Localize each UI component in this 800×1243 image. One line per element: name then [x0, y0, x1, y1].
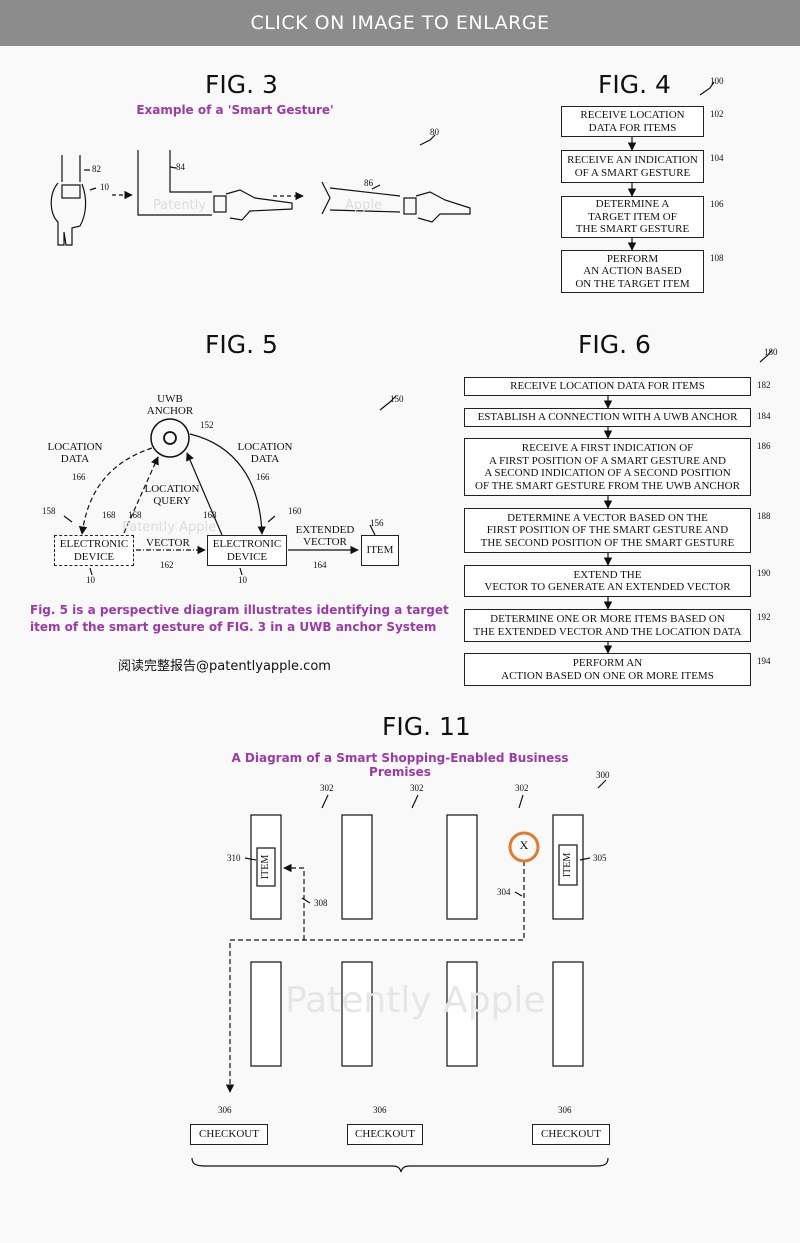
ref-label: 184 [757, 411, 771, 421]
electronic-device-box: ELECTRONIC DEVICE [207, 535, 287, 566]
fig3-caption: Example of a 'Smart Gesture' [136, 103, 334, 117]
location-data-label: LOCATION DATA [237, 441, 293, 465]
ref-label: 180 [764, 347, 778, 357]
fig6-step-box: RECEIVE A FIRST INDICATION OF A FIRST PO… [464, 438, 751, 496]
ref-label: 152 [200, 420, 214, 430]
fig4-step-box: DETERMINE A TARGET ITEM OF THE SMART GES… [561, 196, 704, 238]
ref-label: 10 [86, 575, 95, 585]
fig6-step-box: DETERMINE ONE OR MORE ITEMS BASED ON THE… [464, 609, 751, 642]
ref-label: 164 [313, 560, 327, 570]
ref-label: 100 [710, 76, 724, 86]
target-marker-circle [508, 831, 540, 863]
ref-label: 106 [710, 199, 724, 209]
checkout-box: CHECKOUT [532, 1124, 610, 1145]
ref-label: 168 [203, 510, 217, 520]
ref-label: 308 [314, 898, 328, 908]
ref-label: 310 [227, 853, 241, 863]
ref-label: 192 [757, 612, 771, 622]
item-text: ITEM [260, 854, 272, 880]
fig5-caption: Fig. 5 is a perspective diagram illustra… [30, 603, 449, 634]
ref-label: 302 [410, 783, 424, 793]
ref-label: 150 [390, 394, 404, 404]
ref-label: 168 [102, 510, 116, 520]
ref-label: 166 [256, 472, 270, 482]
fig4-step-box: RECEIVE AN INDICATION OF A SMART GESTURE [561, 150, 704, 183]
fig11-caption: A Diagram of a Smart Shopping-Enabled Bu… [231, 751, 569, 779]
ref-label: 190 [757, 568, 771, 578]
ref-label: 104 [710, 153, 724, 163]
item-label-left: ITEM [257, 848, 275, 886]
ref-label: 80 [430, 127, 439, 137]
fig4-title: FIG. 4 [598, 70, 671, 99]
fig6-step-box: EXTEND THE VECTOR TO GENERATE AN EXTENDE… [464, 565, 751, 597]
pointing-arm-icon [137, 150, 293, 221]
ref-label: 82 [92, 164, 101, 174]
fig5-title: FIG. 5 [205, 330, 278, 359]
fig4-step-box: RECEIVE LOCATION DATA FOR ITEMS [561, 106, 704, 137]
watermark-text: Apple [345, 198, 383, 213]
ref-label: 304 [497, 887, 511, 897]
ref-label: 162 [160, 560, 174, 570]
watermark-text: Patently Apple [285, 980, 546, 1021]
ref-label: 306 [558, 1105, 572, 1115]
ref-label: 306 [218, 1105, 232, 1115]
ref-label: 156 [370, 518, 384, 528]
fig6-title: FIG. 6 [578, 330, 651, 359]
fig4-step-box: PERFORM AN ACTION BASED ON THE TARGET IT… [561, 250, 704, 293]
location-data-label: LOCATION DATA [47, 441, 103, 465]
watermark-text: Patently [153, 198, 206, 213]
ref-label: 182 [757, 380, 771, 390]
ref-label: 158 [42, 506, 56, 516]
ref-label: 10 [238, 575, 247, 585]
enlarge-banner[interactable]: CLICK ON IMAGE TO ENLARGE [0, 0, 800, 46]
fig6-step-box: PERFORM AN ACTION BASED ON ONE OR MORE I… [464, 653, 751, 686]
item-text: ITEM [562, 852, 574, 878]
fig6-step-box: RECEIVE LOCATION DATA FOR ITEMS [464, 377, 751, 396]
checkout-box: CHECKOUT [347, 1124, 423, 1145]
watermark-text: Patently Apple [122, 520, 217, 535]
source-credit[interactable]: 阅读完整报告@patentlyapple.com [118, 659, 331, 674]
ref-label: 300 [596, 770, 610, 780]
ref-label: 84 [176, 162, 185, 172]
ref-label: 160 [288, 506, 302, 516]
ref-label: 86 [364, 178, 373, 188]
extended-vector-label: EXTENDED VECTOR [295, 524, 355, 548]
ref-label: 302 [320, 783, 334, 793]
ref-label: 186 [757, 441, 771, 451]
ref-label: 305 [593, 853, 607, 863]
checkout-box: CHECKOUT [190, 1124, 268, 1145]
wrist-watch-icon [50, 155, 87, 246]
item-box: ITEM [361, 535, 399, 566]
ref-label: 194 [757, 656, 771, 666]
ref-label: 102 [710, 109, 724, 119]
ref-label: 166 [72, 472, 86, 482]
fig6-step-box: DETERMINE A VECTOR BASED ON THE FIRST PO… [464, 508, 751, 553]
ref-label: 306 [373, 1105, 387, 1115]
ref-label: 168 [128, 510, 142, 520]
target-x-marker: X [519, 838, 529, 852]
vector-label: VECTOR [146, 537, 190, 549]
ref-label: 108 [710, 253, 724, 263]
location-query-label: LOCATION QUERY [144, 483, 200, 507]
fig11-title: FIG. 11 [382, 712, 471, 741]
fig6-step-box: ESTABLISH A CONNECTION WITH A UWB ANCHOR [464, 408, 751, 427]
item-label-right: ITEM [559, 845, 577, 885]
extended-arm-icon [321, 181, 471, 223]
ref-label: 10 [100, 182, 109, 192]
ref-label: 188 [757, 511, 771, 521]
electronic-device-box: ELECTRONIC DEVICE [54, 535, 134, 566]
ref-label: 302 [515, 783, 529, 793]
fig3-title: FIG. 3 [205, 70, 278, 99]
uwb-anchor-label: UWB ANCHOR [146, 393, 194, 417]
